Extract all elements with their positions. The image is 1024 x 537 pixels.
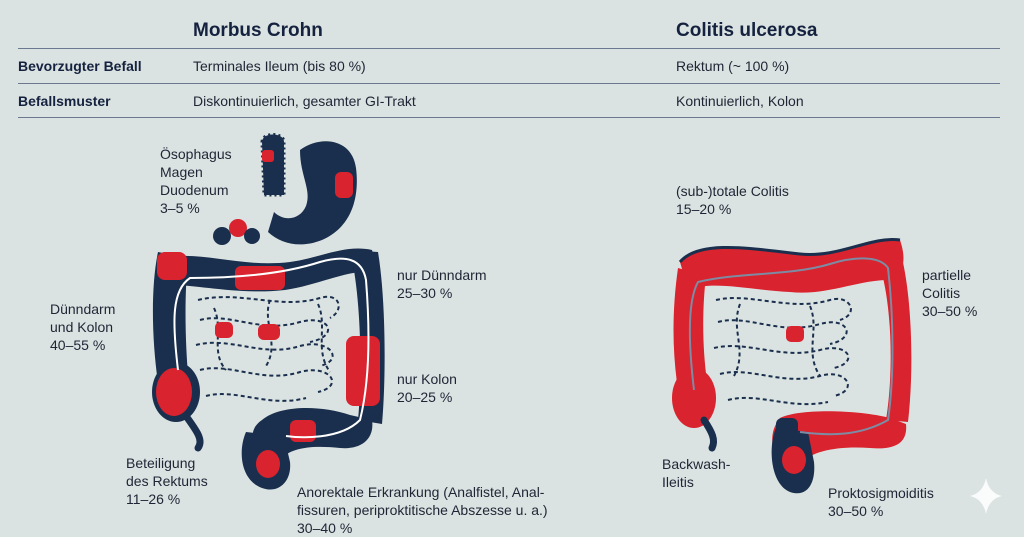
cell-colitis-preferred: Rektum (~ 100 %) [676, 58, 790, 74]
colitis-small-intestine [713, 297, 852, 406]
crohn-transverse-lesion [235, 266, 285, 290]
colitis-descending [878, 258, 912, 422]
crohn-esophagus-lesion [262, 150, 274, 162]
cell-colitis-pattern: Kontinuierlich, Kolon [676, 93, 804, 109]
crohn-small-lesion [258, 324, 280, 340]
crohn-cecum-lesion-upper [157, 252, 187, 280]
cell-crohn-pattern: Diskontinuierlich, gesamter GI-Trakt [193, 93, 416, 109]
crohn-cecum-lesion [156, 368, 192, 416]
crohn-duodenum-segment [229, 219, 247, 237]
colitis-small-lesion [786, 326, 804, 342]
colitis-cecum [672, 368, 716, 428]
annotation-backwash-ileitis: Backwash- Ileitis [662, 456, 731, 490]
annotation-small-and-colon: Dünndarm und Kolon 40–55 % [50, 301, 116, 353]
annotation-total-colitis: (sub-)totale Colitis 15–20 % [676, 183, 789, 217]
table-rule-top [18, 48, 1000, 49]
annotation-partial-colitis: partielle Colitis 30–50 % [922, 267, 978, 319]
crohn-small-lesion [215, 322, 233, 338]
colitis-diagram [672, 238, 912, 494]
crohn-stomach-lesion [335, 172, 353, 198]
cell-crohn-preferred: Terminales Ileum (bis 80 %) [193, 58, 366, 74]
annotation-colon-only: nur Kolon 20–25 % [397, 371, 457, 405]
crohn-small-intestine [195, 295, 340, 402]
header-crohn: Morbus Crohn [193, 20, 323, 41]
crohn-lumen-line [173, 257, 370, 439]
colitis-rectum-lesion [782, 446, 806, 474]
colitis-sigmoid-healthy [776, 418, 798, 444]
table-rule-bottom [18, 117, 1000, 118]
header-colitis: Colitis ulcerosa [676, 20, 818, 41]
annotation-small-only: nur Dünndarm 25–30 % [397, 267, 487, 301]
annotation-anorectal: Anorektale Erkrankung (Analfistel, Anal-… [297, 484, 548, 536]
annotation-rectum: Beteiligung des Rektums 11–26 % [126, 455, 208, 507]
colitis-transverse-outline [678, 238, 901, 264]
crohn-duodenum-segment [213, 227, 231, 245]
sparkle-icon [970, 478, 1002, 514]
crohn-descending-lesion [346, 336, 380, 406]
crohn-rectum-lesion [256, 450, 280, 478]
annotation-upper-gi: Ösophagus Magen Duodenum 3–5 % [160, 146, 232, 216]
row-label-preferred: Bevorzugter Befall [18, 58, 142, 74]
crohn-duodenum-segment [244, 228, 260, 244]
crohn-esophagus [260, 133, 286, 197]
colitis-transverse [680, 239, 904, 293]
crohn-appendix [182, 412, 204, 452]
crohn-stomach [268, 141, 357, 245]
table-rule-mid [18, 83, 1000, 84]
colitis-lumen-line [688, 257, 894, 436]
row-label-pattern: Befallsmuster [18, 93, 111, 109]
colitis-appendix [700, 416, 718, 452]
crohn-diagram [152, 133, 385, 490]
annotation-proctosigmoiditis: Proktosigmoiditis 30–50 % [828, 485, 934, 519]
crohn-sigmoid-lesion [290, 420, 316, 442]
